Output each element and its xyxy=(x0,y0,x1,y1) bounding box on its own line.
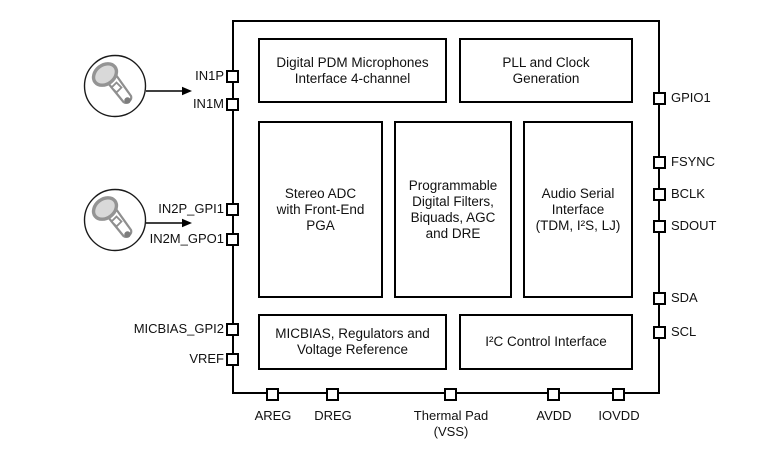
block-label-line: Digital Filters, xyxy=(412,193,494,209)
pin-sdout xyxy=(653,220,666,233)
pin-bclk xyxy=(653,188,666,201)
block-label-line: Audio Serial xyxy=(541,185,615,201)
block-label-line: MICBIAS, Regulators and xyxy=(275,326,430,341)
block-pdm-interface: Digital PDM Microphones Interface 4-chan… xyxy=(258,38,447,103)
pin-dreg xyxy=(326,388,339,401)
block-label-line: Generation xyxy=(512,70,580,86)
block-label-line: and DRE xyxy=(425,225,481,241)
pin-label-in2p-gpi1: IN2P_GPI1 xyxy=(158,201,224,216)
microphone-icon xyxy=(83,188,147,252)
pin-fsync xyxy=(653,156,666,169)
pin-label-avdd: AVDD xyxy=(536,408,572,423)
block-label-line: I²C Control Interface xyxy=(485,334,607,349)
block-i2c-control: I²C Control Interface xyxy=(459,314,633,370)
pin-label-in1m: IN1M xyxy=(192,96,224,111)
pin-label-in1p: IN1P xyxy=(195,68,224,83)
pin-in2p-gpi1 xyxy=(226,203,239,216)
block-label-line: Stereo ADC xyxy=(284,185,357,201)
pin-label-areg: AREG xyxy=(254,408,292,423)
block-label-line: Interface 4-channel xyxy=(294,70,411,86)
pin-label-iovdd: IOVDD xyxy=(598,408,640,423)
pin-label-micbias-gpi2: MICBIAS_GPI2 xyxy=(133,321,224,336)
pin-label-in2m-gpo1: IN2M_GPO1 xyxy=(149,231,224,246)
pin-label-scl: SCL xyxy=(671,324,697,339)
pin-label-sda: SDA xyxy=(671,290,698,305)
pin-gpio1 xyxy=(653,92,666,105)
pin-iovdd xyxy=(612,388,625,401)
pin-sda xyxy=(653,292,666,305)
pin-label-line: Thermal Pad xyxy=(413,408,489,423)
pin-vref xyxy=(226,353,239,366)
block-stereo-adc: Stereo ADC with Front-End PGA xyxy=(258,121,383,298)
block-label-line: Biquads, AGC xyxy=(410,209,496,225)
block-audio-serial-interface: Audio Serial Interface (TDM, I²S, LJ) xyxy=(523,121,633,298)
pin-in1p xyxy=(226,70,239,83)
pin-in2m-gpo1 xyxy=(226,233,239,246)
block-micbias-regulators: MICBIAS, Regulators and Voltage Referenc… xyxy=(258,314,447,370)
pin-label-fsync: FSYNC xyxy=(671,154,716,169)
block-digital-filters: Programmable Digital Filters, Biquads, A… xyxy=(394,121,512,298)
block-label-line: (TDM, I²S, LJ) xyxy=(535,217,621,233)
pin-avdd xyxy=(547,388,560,401)
pin-thermal-pad xyxy=(444,388,457,401)
block-label-line: PLL and Clock xyxy=(502,54,590,70)
block-pll-clock: PLL and Clock Generation xyxy=(459,38,633,103)
arrow-right-icon xyxy=(146,83,192,101)
pin-micbias-gpi2 xyxy=(226,323,239,336)
pin-label-thermal-pad: Thermal Pad (VSS) xyxy=(414,408,488,440)
block-label-line: with Front-End xyxy=(276,201,365,217)
pin-scl xyxy=(653,326,666,339)
pin-label-dreg: DREG xyxy=(314,408,352,423)
pin-areg xyxy=(266,388,279,401)
pin-label-bclk: BCLK xyxy=(671,186,705,201)
block-label-line: Voltage Reference xyxy=(296,342,409,357)
block-label-line: PGA xyxy=(306,217,335,233)
microphone-icon xyxy=(83,54,147,118)
pin-label-sdout: SDOUT xyxy=(671,218,717,233)
block-label-line: Interface xyxy=(551,201,605,217)
pin-in1m xyxy=(226,98,239,111)
block-label-line: Digital PDM Microphones xyxy=(276,54,429,70)
pin-label-vref: VREF xyxy=(189,351,224,366)
pin-label-line: (VSS) xyxy=(433,424,469,439)
block-label-line: Programmable xyxy=(408,177,498,193)
pin-label-gpio1: GPIO1 xyxy=(671,90,711,105)
